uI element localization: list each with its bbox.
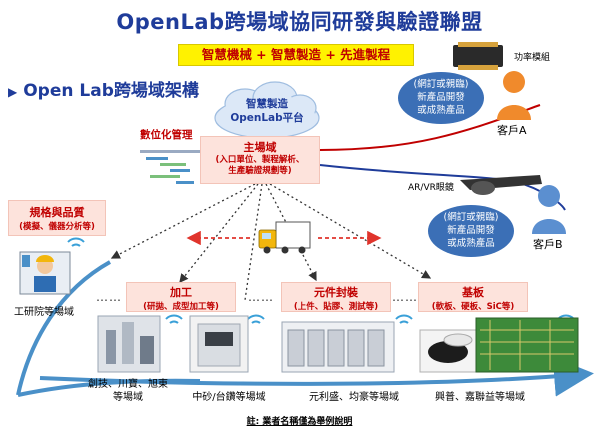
site-photo-1	[97, 315, 161, 373]
customer-a-label: 客戶A	[497, 124, 527, 137]
main-domain-title: 主場域	[243, 141, 277, 154]
site-label-3: 元利盛、均豪等場域	[309, 392, 399, 403]
main-domain-line1: (入口單位、製程解析、	[215, 155, 305, 165]
spec-site-label: 工研院等場域	[14, 307, 74, 318]
arvr-glasses-icon	[460, 175, 542, 195]
site-photo-3	[281, 321, 395, 373]
cloud-line1: 智慧製造	[246, 98, 288, 110]
arvr-label: AR/VR眼鏡	[408, 183, 454, 193]
process-title: 基板	[462, 286, 484, 299]
process-title: 元件封裝	[314, 286, 358, 299]
flow-arrow	[16, 260, 586, 395]
subtitle-text: Open Lab跨場域架構	[23, 81, 199, 101]
process-sub: (研拋、成型加工等)	[143, 302, 219, 312]
customer-b-figure	[532, 185, 566, 234]
process-box-substrate: 基板 (軟板、硬板、SiC等)	[418, 282, 528, 312]
ellipsis-2: ……	[248, 290, 274, 304]
process-box-machining: 加工 (研拋、成型加工等)	[126, 282, 236, 312]
banner: 智慧機械 + 智慧製造 + 先進製程	[178, 44, 414, 66]
main-domain-line2: 生產驗證規劃等)	[228, 166, 292, 176]
site-photo-5	[475, 317, 579, 373]
cloud-shape	[214, 81, 320, 139]
bullet-icon: ▶	[8, 85, 18, 99]
cloud-label: 智慧製造 OpenLab平台	[212, 97, 322, 125]
page-title: OpenLab跨場域協同研發與驗證聯盟	[116, 10, 483, 34]
spec-sub: (模擬、儀器分析等)	[19, 222, 95, 232]
process-box-packaging: 元件封裝 (上件、貼膠、測試等)	[281, 282, 391, 312]
site-label-4: 興普、嘉聯益等場域	[435, 392, 525, 403]
footnote: 註: 業者名稱僅為舉例說明	[246, 417, 353, 427]
customer-a-bubble: (網訂或親臨) 新產品開發 或成熟產品	[398, 72, 484, 124]
process-sub: (上件、貼膠、測試等)	[293, 302, 379, 312]
spec-box: 規格與品質 (模擬、儀器分析等)	[8, 200, 106, 236]
power-module-icon	[453, 42, 503, 70]
ellipsis-1: ……	[96, 290, 122, 304]
truck-icon	[258, 221, 311, 254]
site-label-1: 創技、川寶、旭東 等場域	[88, 379, 168, 403]
customer-b-label: 客戶B	[533, 238, 563, 251]
cloud-line2: OpenLab平台	[230, 112, 304, 124]
digital-label: 數位化管理	[140, 129, 193, 141]
section-subtitle: ▶ Open Lab跨場域架構	[8, 76, 199, 101]
site-photo-4	[419, 329, 477, 373]
process-sub: (軟板、硬板、SiC等)	[431, 302, 515, 312]
main-domain-box: 主場域 (入口單位、製程解析、 生產驗證規劃等)	[200, 136, 320, 184]
spec-title: 規格與品質	[29, 206, 85, 219]
customer-b-bubble: (網訂或親臨) 新產品開發 或成熟產品	[428, 205, 514, 257]
site-label-2: 中砂/台鑽等場域	[192, 392, 266, 403]
site-photo-2	[189, 315, 249, 373]
customer-a-figure	[497, 71, 531, 120]
process-title: 加工	[170, 286, 192, 299]
engineer-icon	[19, 251, 71, 295]
ellipsis-3: ……	[392, 290, 418, 304]
power-module-label: 功率模組	[514, 53, 551, 63]
gantt-screen	[140, 150, 200, 184]
